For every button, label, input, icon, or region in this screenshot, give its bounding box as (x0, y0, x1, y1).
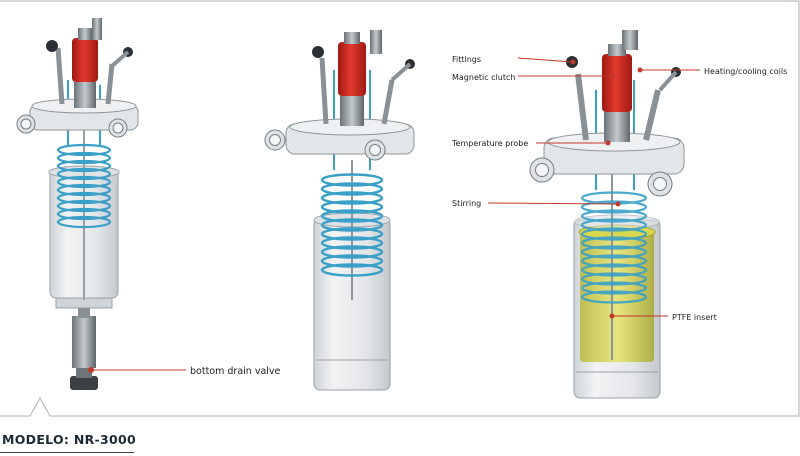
callout-magnetic-clutch: Magnetic clutch (452, 73, 515, 82)
callout-leaders (91, 57, 700, 371)
callout-stirring: Stirring (452, 199, 481, 208)
model-underline (0, 452, 134, 453)
motor (72, 38, 98, 82)
callout-heating-cooling-coils: Heating/cooling coils (704, 67, 787, 76)
frame-border (0, 0, 800, 417)
reactor-center (264, 30, 415, 391)
heating-coil (320, 173, 384, 277)
model-title: MODELO: NR-3000 (2, 432, 137, 447)
reactor-right (529, 30, 685, 399)
callout-temperature-probe: Temperature probe (451, 139, 528, 148)
callout-ptfe-insert: PTFE insert (672, 313, 717, 322)
motor (338, 42, 366, 96)
motor (602, 54, 632, 112)
heating-coil (580, 191, 648, 304)
heating-coil (56, 143, 112, 229)
callout-bottom-drain-valve: bottom drain valve (190, 366, 281, 377)
ptfe-insert (580, 230, 654, 362)
callout-fittings: Fittings (452, 55, 481, 64)
reactor-left (16, 18, 139, 390)
drain-valve (72, 316, 96, 368)
